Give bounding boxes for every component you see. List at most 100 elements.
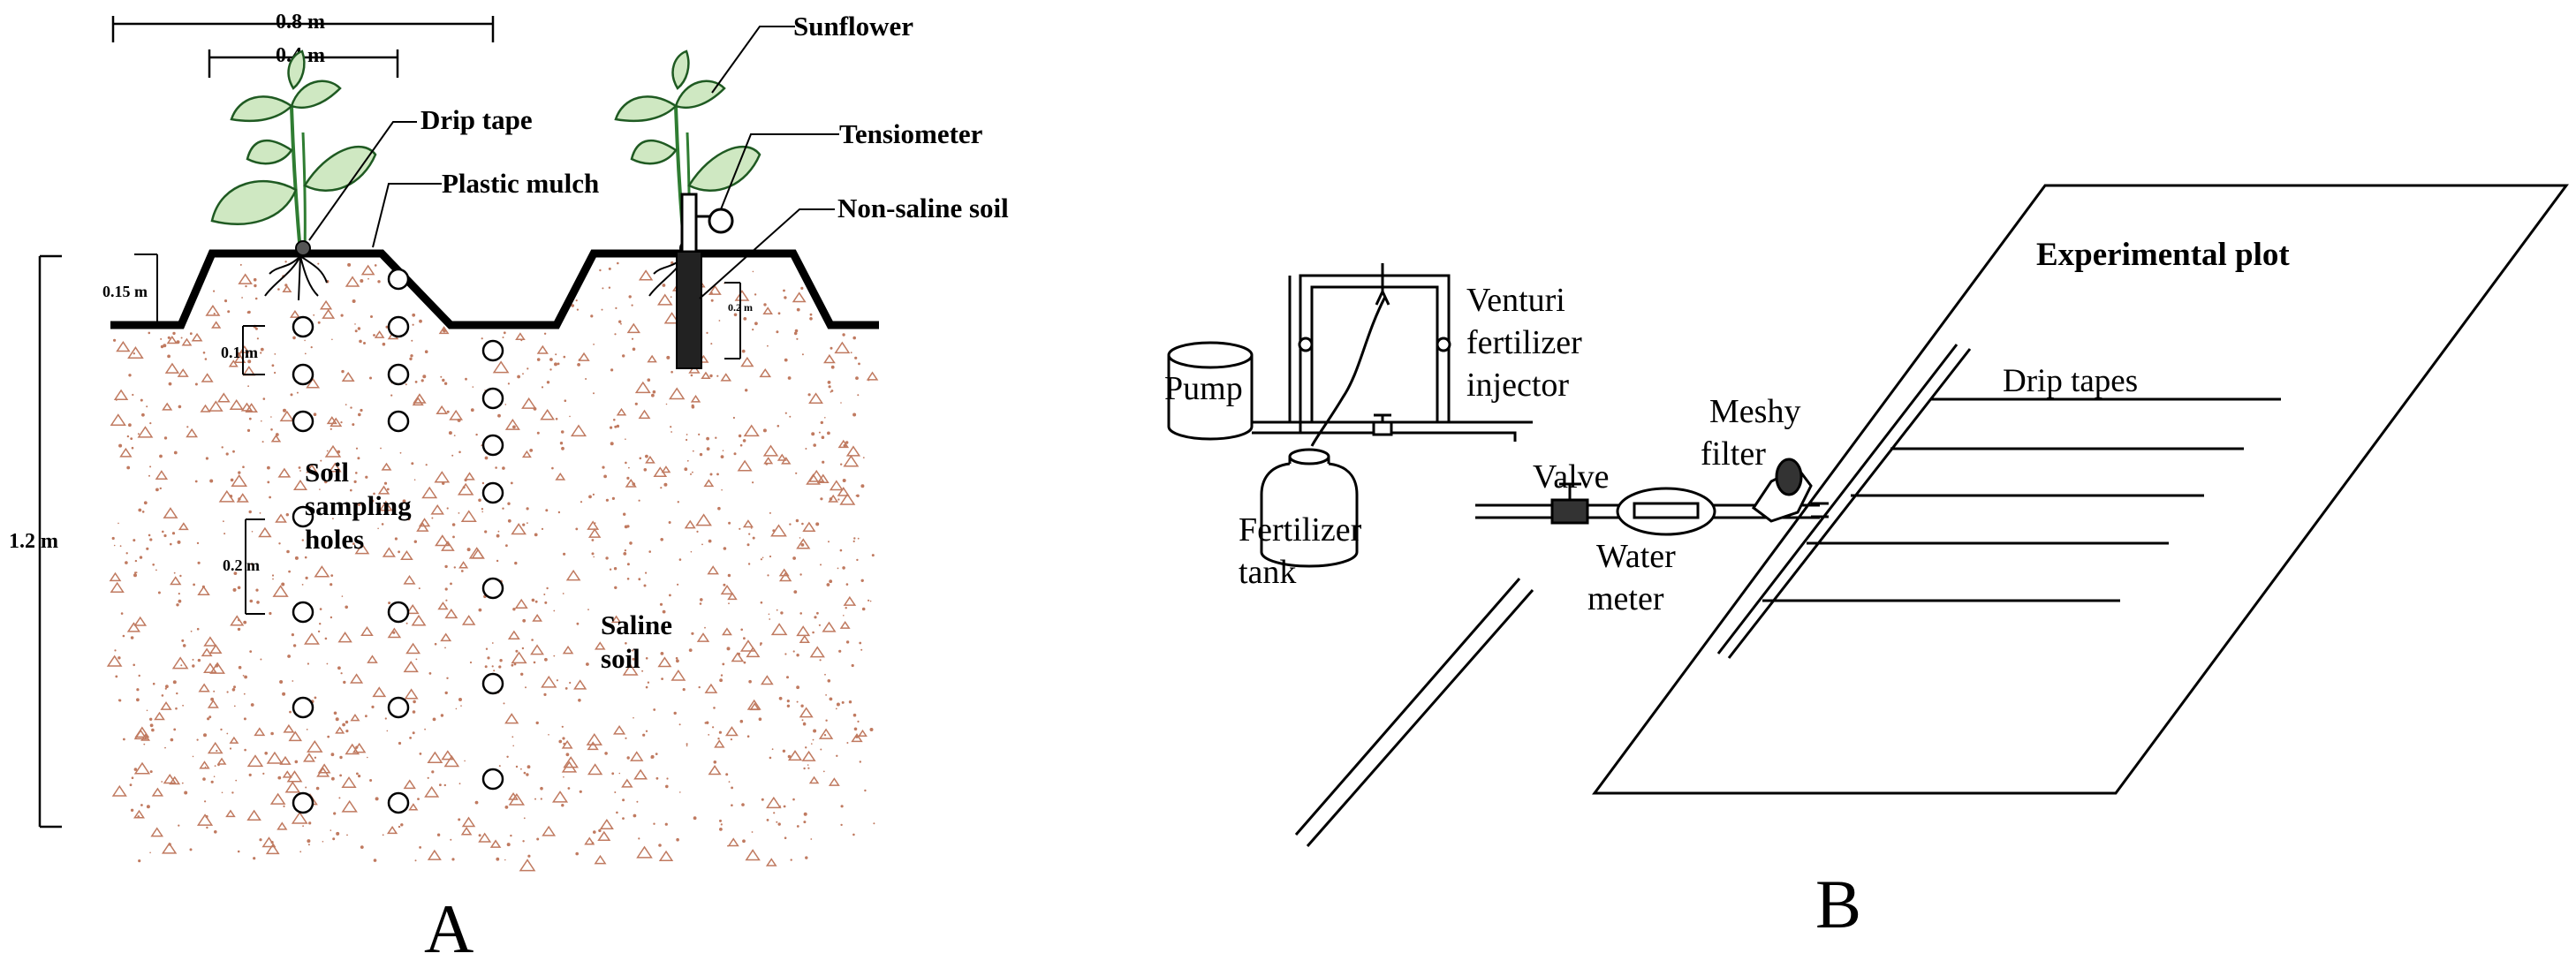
soil-speck	[345, 404, 347, 405]
soil-speck	[444, 647, 446, 649]
soil-speck	[140, 398, 143, 402]
soil-speck	[163, 507, 178, 518]
label-soil-sampling-1: Soil	[305, 457, 349, 488]
soil-speck	[148, 331, 151, 335]
soil-speck	[460, 570, 464, 572]
soil-speck	[796, 825, 799, 828]
soil-speck	[133, 729, 148, 740]
soil-speck	[412, 313, 416, 317]
soil-speck	[842, 333, 845, 337]
soil-speck	[130, 636, 134, 639]
soil-speck	[793, 331, 798, 336]
soil-speck	[324, 637, 328, 640]
soil-speck	[561, 739, 573, 749]
soil-speck	[165, 685, 169, 689]
soil-speck	[360, 408, 363, 412]
soil-speck	[822, 460, 825, 464]
soil-speck	[322, 841, 324, 843]
soil-speck	[409, 357, 413, 360]
soil-speck	[852, 713, 857, 717]
soil-speck	[412, 731, 415, 735]
panel-label-b: B	[1815, 866, 1861, 942]
soil-speck	[159, 487, 162, 490]
soil-speck	[763, 457, 774, 465]
soil-speck	[383, 481, 388, 485]
soil-speck	[599, 818, 614, 830]
soil-speck	[337, 632, 352, 643]
soil-speck	[765, 858, 777, 866]
soil-speck	[313, 412, 317, 417]
soil-speck	[727, 837, 739, 847]
soil-speck	[284, 261, 287, 263]
soil-speck	[663, 482, 668, 487]
soil-speck	[149, 465, 152, 468]
soil-speck	[292, 479, 308, 490]
sampling-hole	[292, 363, 314, 386]
soil-speck	[767, 344, 769, 347]
soil-speck	[253, 277, 257, 282]
soil-speck	[519, 859, 536, 872]
soil-speck	[357, 327, 361, 330]
soil-speck	[784, 653, 787, 655]
soil-speck	[294, 556, 299, 560]
soil-speck	[561, 725, 564, 728]
soil-speck	[299, 470, 301, 472]
soil-speck	[706, 721, 709, 724]
soil-speck	[412, 323, 414, 326]
soil-speck	[354, 323, 356, 325]
soil-speck	[712, 726, 715, 729]
soil-speck	[743, 424, 760, 437]
soil-speck	[182, 644, 186, 647]
soil-speck	[739, 639, 756, 652]
soil-speck	[262, 397, 266, 400]
soil-speck	[324, 480, 328, 484]
soil-speck	[801, 750, 816, 761]
soil-speck	[496, 857, 500, 861]
soil-speck	[151, 728, 155, 732]
soil-speck	[608, 286, 611, 289]
soil-speck	[842, 479, 846, 482]
soil-speck	[163, 533, 167, 538]
soil-speck	[373, 492, 375, 496]
soil-speck	[216, 749, 218, 753]
soil-speck	[498, 765, 501, 768]
soil-speck	[584, 836, 595, 845]
soil-speck	[176, 340, 180, 344]
soil-speck	[307, 739, 323, 753]
soil-speck	[741, 803, 745, 806]
soil-speck	[115, 398, 117, 401]
soil-speck	[360, 625, 374, 636]
soil-speck	[809, 646, 825, 658]
soil-speck	[710, 343, 713, 345]
soil-speck	[799, 634, 810, 644]
soil-speck	[160, 701, 172, 710]
soil-speck	[655, 776, 659, 780]
soil-speck	[271, 574, 275, 577]
soil-speck	[173, 450, 178, 455]
soil-speck	[360, 279, 364, 283]
soil-speck	[541, 386, 544, 389]
soil-speck	[354, 329, 358, 333]
soil-speck	[778, 571, 792, 582]
soil-speck	[499, 659, 503, 662]
soil-speck	[143, 743, 146, 745]
soil-speck	[571, 304, 574, 307]
soil-speck	[443, 382, 448, 385]
soil-speck	[813, 729, 817, 733]
soil-speck	[155, 470, 169, 480]
soil-speck	[747, 563, 751, 565]
soil-speck	[237, 352, 241, 356]
soil-speck	[564, 399, 567, 403]
soil-speck	[244, 748, 246, 752]
soil-speck	[192, 664, 195, 668]
soil-speck	[645, 657, 648, 660]
label-tensiometer: Tensiometer	[839, 118, 983, 149]
soil-speck	[770, 623, 788, 636]
soil-speck	[243, 717, 246, 721]
soil-speck	[790, 859, 792, 861]
soil-speck	[653, 708, 656, 711]
soil-speck	[233, 705, 236, 708]
soil-speck	[553, 655, 556, 657]
soil-speck	[693, 816, 697, 821]
label-venturi-3: injector	[1466, 367, 1569, 404]
